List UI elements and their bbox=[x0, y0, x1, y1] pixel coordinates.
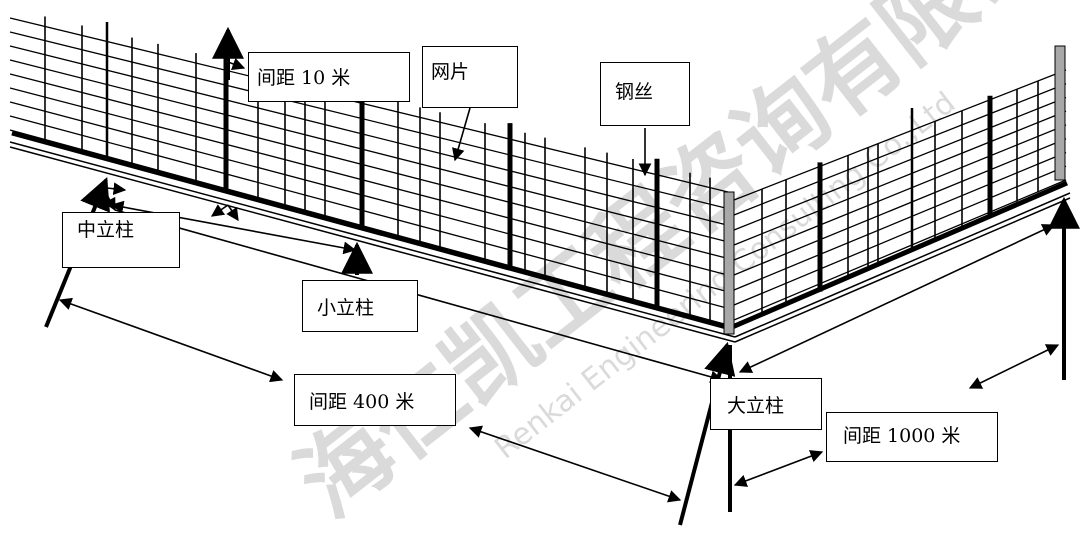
label-mesh-panel: 网片 bbox=[422, 46, 518, 108]
dim-spacing-1000m-upper bbox=[738, 224, 1056, 373]
horizontal-wire bbox=[9, 59, 729, 243]
horizontal-wire bbox=[9, 73, 729, 260]
label-spacing-1000m: 间距 1000 米 bbox=[826, 412, 998, 462]
dim-spacing-1000m-lower bbox=[733, 450, 824, 487]
arrow-middle-post-right bbox=[106, 182, 127, 196]
horizontal-wire bbox=[9, 101, 729, 293]
fence-left-section bbox=[9, 16, 736, 343]
dim-spacing-400m-long bbox=[114, 209, 724, 384]
arrow-middle-post-down bbox=[103, 194, 116, 212]
arrow-mesh-panel bbox=[452, 107, 471, 162]
arrow-10m-top-right bbox=[227, 57, 246, 70]
large-post-corner bbox=[723, 191, 735, 335]
label-small-post: 小立柱 bbox=[302, 280, 418, 332]
horizontal-wire bbox=[9, 115, 729, 310]
label-middle-post: 中立柱 bbox=[62, 212, 180, 268]
dim-spacing-400m-lower bbox=[468, 425, 682, 503]
label-large-post: 大立柱 bbox=[710, 378, 822, 430]
label-steel-wire: 钢丝 bbox=[600, 62, 690, 126]
horizontal-wire bbox=[9, 31, 729, 210]
large-post-end bbox=[1054, 45, 1066, 181]
label-spacing-400m: 间距 400 米 bbox=[294, 374, 456, 426]
dim-spacing-400m-left bbox=[58, 297, 284, 383]
horizontal-wire bbox=[733, 110, 1067, 246]
horizontal-wire bbox=[9, 87, 729, 276]
horizontal-wire bbox=[733, 96, 1067, 231]
dim-spacing-1000m-right bbox=[968, 344, 1060, 389]
horizontal-wire bbox=[733, 83, 1067, 216]
horizontal-wire bbox=[9, 17, 729, 193]
horizontal-wire bbox=[733, 69, 1067, 201]
large-post-ground-line bbox=[678, 341, 736, 526]
horizontal-wire bbox=[9, 45, 729, 226]
arrow-spacing-10m-bottom bbox=[210, 204, 229, 217]
label-spacing-10m: 间距 10 米 bbox=[248, 52, 410, 102]
